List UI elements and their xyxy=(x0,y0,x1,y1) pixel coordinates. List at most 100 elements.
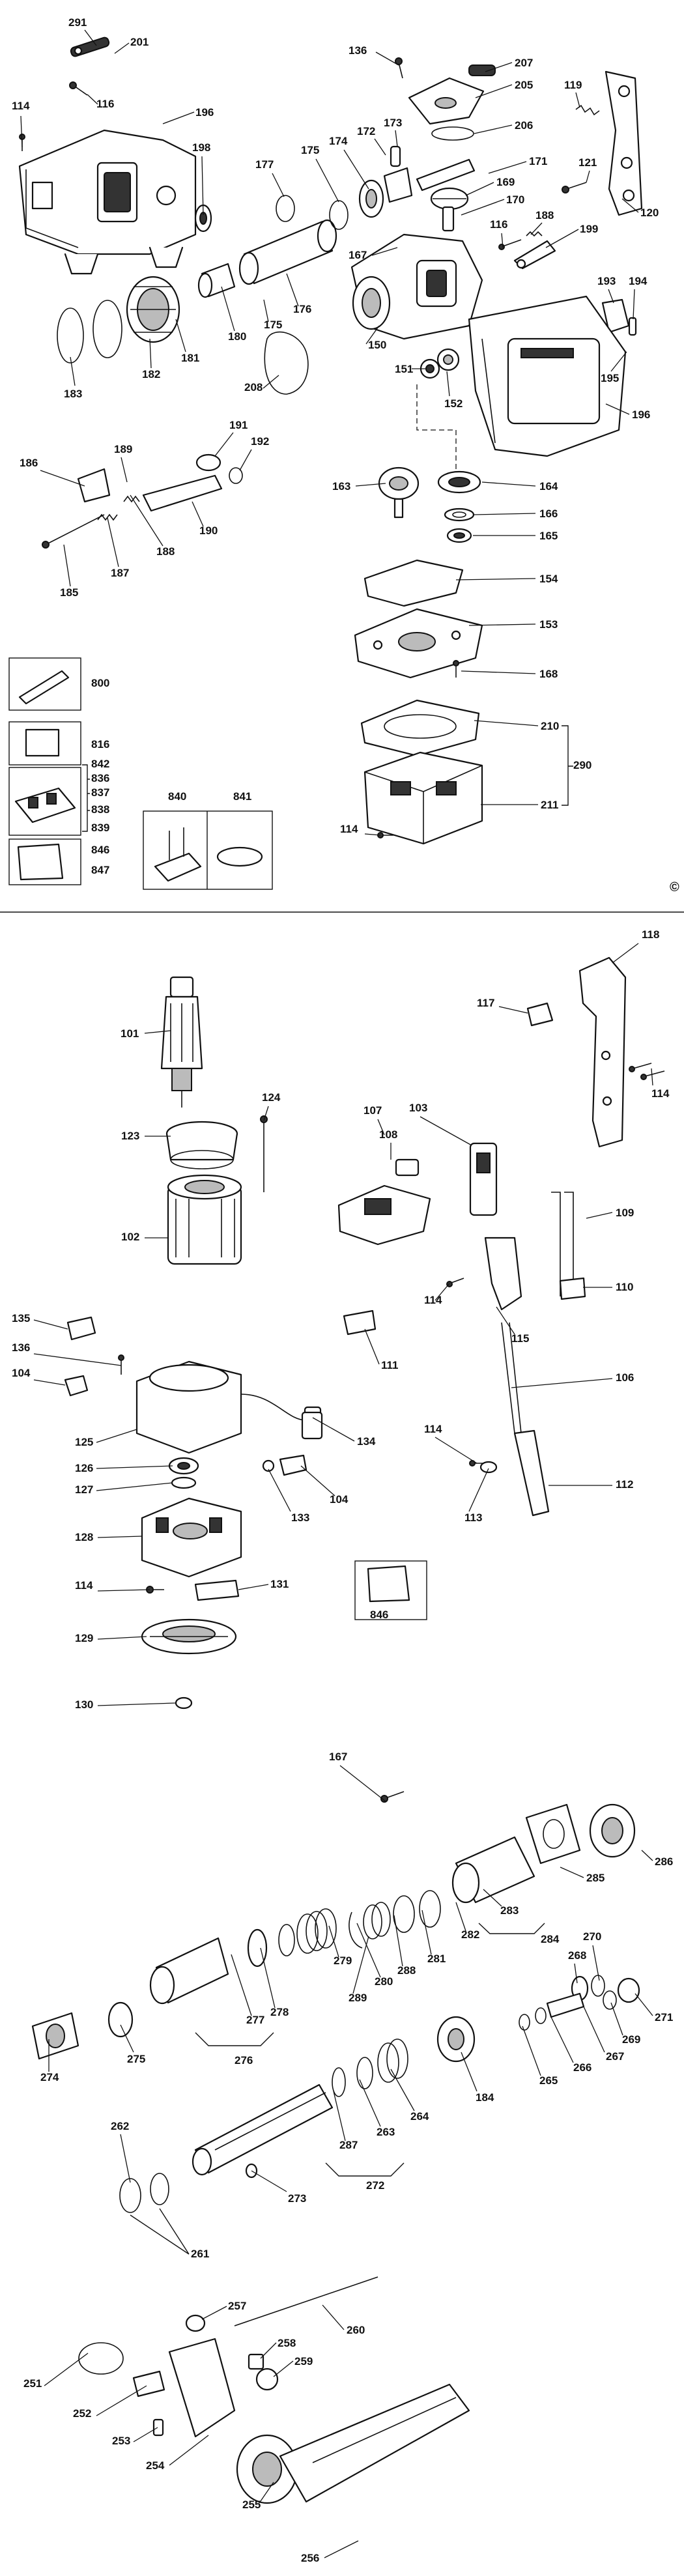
leader-c167a xyxy=(371,247,398,256)
callout-label-c102: 102 xyxy=(121,1231,139,1243)
callout-label-c175a: 175 xyxy=(301,144,319,156)
part-280-circlip xyxy=(349,1911,363,1949)
leader-c186 xyxy=(40,470,85,487)
leader-c121 xyxy=(586,170,590,183)
callout-label-c285: 285 xyxy=(586,1872,605,1884)
bracket-261 xyxy=(130,2208,190,2255)
part-278-washer xyxy=(247,1928,268,1968)
part-168-screw xyxy=(453,660,459,678)
leader-c196b xyxy=(605,403,630,415)
assembly-guide-150-163 xyxy=(416,384,457,469)
callout-label-c121: 121 xyxy=(578,156,597,169)
leader-c259 xyxy=(273,2360,294,2377)
part-188-spring-top xyxy=(526,231,543,237)
leader-c172 xyxy=(374,138,386,156)
callout-label-c123: 123 xyxy=(121,1130,139,1142)
leader-c288 xyxy=(393,1915,403,1967)
callout-label-c800: 800 xyxy=(91,677,109,689)
part-135-clip xyxy=(66,1316,96,1341)
part-267-pin xyxy=(546,1992,585,2018)
leader-c188b xyxy=(130,494,164,547)
callout-label-c838: 838 xyxy=(91,803,109,816)
leader-c206 xyxy=(474,124,513,134)
callout-label-c207: 207 xyxy=(515,57,533,69)
leader-c287 xyxy=(333,2091,346,2141)
callout-label-c101: 101 xyxy=(121,1027,139,1040)
callout-label-c114d: 114 xyxy=(424,1294,442,1306)
callout-label-c114e: 114 xyxy=(424,1423,442,1435)
leader-c196a xyxy=(162,111,195,124)
part-260-depth-rod xyxy=(234,2276,378,2326)
leader-c266 xyxy=(550,2016,574,2063)
callout-label-c278: 278 xyxy=(270,2006,289,2018)
leader-c195 xyxy=(610,351,627,372)
part-116-screw-top xyxy=(69,81,88,96)
callout-label-c841: 841 xyxy=(233,790,251,803)
leader-c177 xyxy=(272,173,285,197)
part-167-screw-bottom xyxy=(380,1791,405,1803)
leader-c190 xyxy=(192,501,204,527)
callout-label-c177: 177 xyxy=(255,158,274,171)
part-274-cap xyxy=(31,2012,79,2060)
callout-label-c113: 113 xyxy=(464,1511,482,1524)
callout-label-c114f: 114 xyxy=(75,1579,93,1592)
part-164-bearing xyxy=(437,470,481,494)
part-117-clip xyxy=(526,1002,554,1027)
callout-label-c116b: 116 xyxy=(490,218,507,231)
callout-label-c185: 185 xyxy=(60,586,78,599)
callout-label-c150: 150 xyxy=(368,339,386,351)
part-124-bolt xyxy=(260,1115,268,1192)
part-272-spindle xyxy=(192,2083,334,2176)
callout-label-c274: 274 xyxy=(40,2071,59,2083)
leader-c169 xyxy=(465,182,494,196)
leader-c188a xyxy=(530,222,543,235)
part-102-stator xyxy=(167,1174,242,1265)
callout-label-c280: 280 xyxy=(375,1975,393,1988)
leader-c167b xyxy=(339,1765,386,1802)
callout-label-c129: 129 xyxy=(75,1632,93,1644)
part-289-ring xyxy=(278,1924,295,1956)
callout-label-c289: 289 xyxy=(349,1992,367,2004)
callout-label-c258: 258 xyxy=(278,2337,296,2349)
leader-c114d xyxy=(435,1283,450,1301)
leader-c131 xyxy=(238,1584,269,1590)
leader-c120 xyxy=(621,198,639,213)
callout-label-c112: 112 xyxy=(616,1478,633,1491)
part-115-trigger xyxy=(484,1237,522,1311)
callout-label-c266: 266 xyxy=(573,2061,591,2074)
callout-label-c131: 131 xyxy=(270,1578,289,1590)
leader-c187 xyxy=(107,517,119,567)
leader-c153 xyxy=(468,623,536,626)
part-207-cover-cap xyxy=(468,64,496,76)
callout-label-c163: 163 xyxy=(332,480,350,493)
part-184-gear xyxy=(436,2016,476,2063)
part-150-gear-housing xyxy=(350,233,483,340)
leader-c176 xyxy=(286,273,299,307)
leader-c111 xyxy=(364,1328,380,1365)
leader-c182 xyxy=(149,338,152,369)
callout-label-c190: 190 xyxy=(199,524,218,537)
leader-c104b xyxy=(300,1465,335,1496)
callout-label-c286: 286 xyxy=(655,1855,673,1868)
callout-label-c193: 193 xyxy=(597,275,616,287)
part-106-cable xyxy=(501,1322,522,1434)
callout-label-c120: 120 xyxy=(640,207,659,219)
part-171-rod xyxy=(416,158,476,192)
callout-label-c192: 192 xyxy=(251,435,269,448)
leader-c150 xyxy=(365,325,380,345)
leader-c164 xyxy=(481,481,536,487)
leader-c199 xyxy=(545,229,579,248)
part-258-nut xyxy=(248,2353,264,2370)
leader-c194 xyxy=(633,289,635,320)
part-251-clamp-band xyxy=(78,2342,124,2375)
leader-c114a xyxy=(20,115,23,148)
part-211-motor-housing xyxy=(363,751,483,845)
callout-label-c188b: 188 xyxy=(156,545,175,558)
part-129-fan xyxy=(141,1618,237,1655)
callout-label-c118: 118 xyxy=(642,928,659,941)
leader-c115 xyxy=(496,1306,515,1335)
part-170-shaft xyxy=(442,206,455,232)
leader-c136b xyxy=(33,1353,122,1366)
part-175-ring xyxy=(329,200,349,230)
part-281-ring xyxy=(393,1895,415,1933)
